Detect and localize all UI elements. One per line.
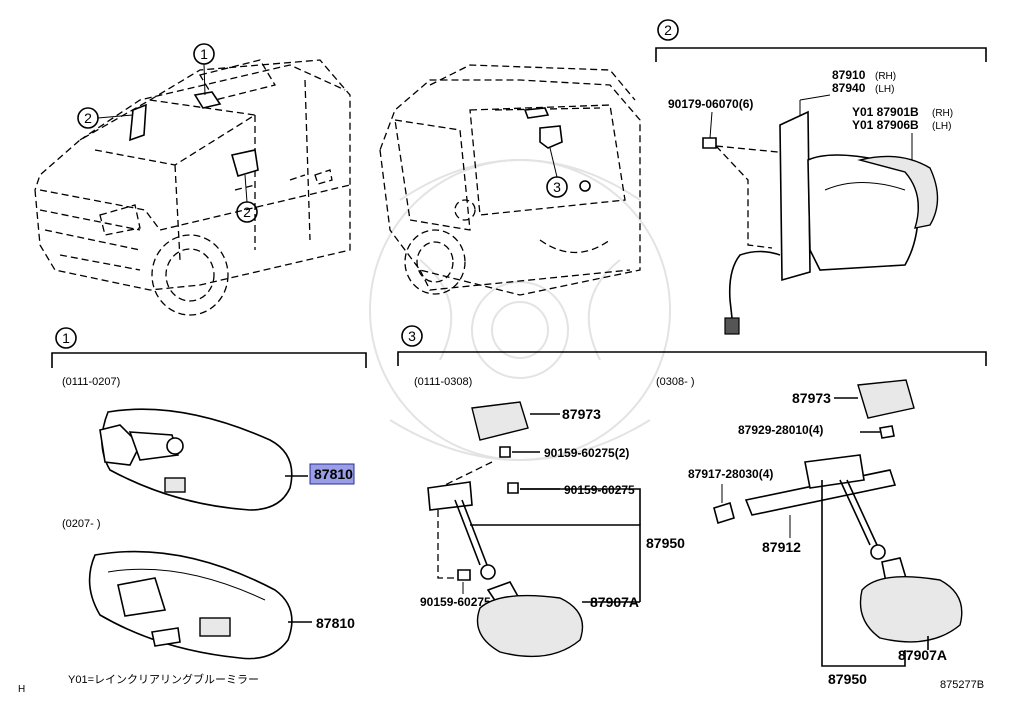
- svg-text:(0308- ): (0308- ): [656, 376, 695, 388]
- part-87810-highlighted[interactable]: 87810: [314, 466, 353, 482]
- svg-text:90159-60275: 90159-60275: [564, 483, 635, 497]
- svg-text:Y01 87901B: Y01 87901B: [852, 105, 919, 119]
- highlight-87810: [309, 463, 355, 485]
- callout-2-door-mirror: 2: [236, 174, 258, 223]
- svg-text:87912: 87912: [762, 539, 801, 555]
- svg-text:1: 1: [200, 46, 208, 62]
- svg-text:87973: 87973: [562, 406, 601, 422]
- callout-2-windshield: 2: [77, 107, 134, 129]
- vehicle-rear-illustration: [379, 64, 641, 296]
- svg-text:Y01 87906B: Y01 87906B: [852, 118, 919, 132]
- svg-text:87810: 87810: [316, 615, 355, 631]
- svg-text:87973: 87973: [792, 390, 831, 406]
- svg-text:(0111-0207): (0111-0207): [62, 376, 120, 388]
- svg-text:(LH): (LH): [932, 121, 951, 132]
- svg-text:(RH): (RH): [875, 71, 896, 82]
- svg-text:3: 3: [553, 179, 561, 195]
- watermark-emblem: [369, 159, 671, 461]
- svg-text:3: 3: [408, 328, 416, 344]
- corner-mark: H: [18, 684, 25, 695]
- svg-text:87950: 87950: [646, 535, 685, 551]
- svg-text:(LH): (LH): [875, 84, 894, 95]
- svg-text:90159-60275(2): 90159-60275(2): [544, 446, 629, 460]
- svg-text:90159-60275: 90159-60275: [420, 595, 491, 609]
- vehicle-front-illustration: [34, 59, 351, 316]
- svg-text:87917-28030(4): 87917-28030(4): [688, 467, 773, 481]
- callout-1-front: 1: [193, 43, 215, 96]
- svg-text:90179-06070(6): 90179-06070(6): [668, 97, 753, 111]
- svg-text:(0111-0308): (0111-0308): [414, 376, 472, 388]
- section-2-outer-mirror: 2 87910 (RH) 87940 (LH) Y01 87901B (RH) …: [655, 19, 987, 335]
- svg-text:2: 2: [664, 22, 672, 38]
- svg-text:87929-28010(4): 87929-28010(4): [738, 423, 823, 437]
- illustration-code: 875277B: [940, 679, 984, 691]
- footer: H Y01=レインクリアリングブルーミラー 875277B: [18, 672, 984, 695]
- svg-text:2: 2: [84, 110, 92, 126]
- section-1-inner-mirror: 1 (0111-0207) (0207- ) 87810 87810: [51, 327, 367, 660]
- footnote-y01: Y01=レインクリアリングブルーミラー: [68, 672, 259, 686]
- svg-text:1: 1: [62, 330, 70, 346]
- section-3-rear-mirror: 3 (0111-0308) (0308- ) 87973 90159-60275…: [397, 325, 987, 687]
- svg-text:2: 2: [243, 204, 251, 220]
- callout-3-rear: 3: [546, 147, 568, 198]
- svg-text:(RH): (RH): [932, 108, 953, 119]
- svg-text:87950: 87950: [828, 671, 867, 687]
- svg-text:87907A: 87907A: [590, 594, 639, 610]
- svg-text:87907A: 87907A: [898, 647, 947, 663]
- svg-text:87940: 87940: [832, 81, 866, 95]
- svg-text:(0207- ): (0207- ): [62, 518, 101, 530]
- svg-text:87910: 87910: [832, 68, 866, 82]
